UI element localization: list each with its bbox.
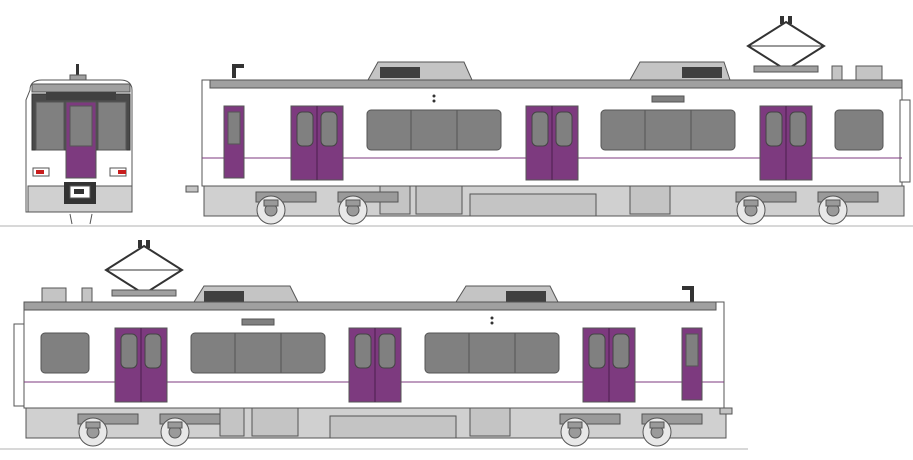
- front-view-car: [25, 64, 133, 225]
- roof-upper: [209, 79, 903, 89]
- front-destination-sign: [46, 92, 116, 100]
- window-lower-1: [40, 332, 90, 374]
- window-lower-2: [190, 332, 326, 374]
- door-lower-1: [114, 327, 168, 403]
- pantograph-upper: [747, 15, 825, 73]
- door-upper-3: [759, 105, 813, 181]
- pantograph-lower: [105, 239, 183, 297]
- window-upper-1: [366, 109, 502, 151]
- window-lower-3: [424, 332, 560, 374]
- door-upper-1: [290, 105, 344, 181]
- window-upper-2: [600, 109, 736, 151]
- side-car-lower: [13, 239, 733, 447]
- roof-lower: [23, 301, 717, 311]
- side-car-upper: [185, 15, 911, 225]
- front-antenna: [76, 64, 79, 78]
- door-upper-2: [525, 105, 579, 181]
- door-lower-2: [348, 327, 402, 403]
- window-upper-3: [834, 109, 884, 151]
- door-lower-3: [582, 327, 636, 403]
